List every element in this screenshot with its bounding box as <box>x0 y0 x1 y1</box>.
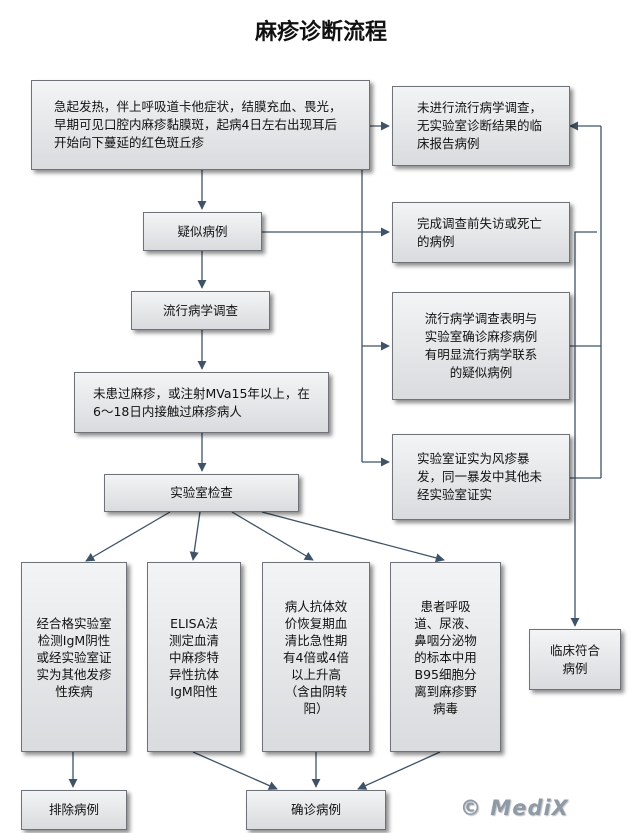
lost-or-died-box: 完成调查前失访或死亡的病例 <box>392 202 570 263</box>
arrow-to-clinical-case <box>570 231 597 627</box>
exposure-history-text: 未患过麻疹，或注射MVa15年以上，在6～18日内接触过麻疹病人 <box>93 385 310 419</box>
no-epi-no-lab-text: 未进行流行病学调查，无实验室诊断结果的临床报告病例 <box>417 100 543 151</box>
epi-investigation-text: 流行病学调查 <box>162 302 238 318</box>
confirmed-case-text: 确诊病例 <box>290 802 341 817</box>
suspected-case-box: 疑似病例 <box>143 212 262 251</box>
rubella-outbreak-text: 实验室证实为风疹暴发，同一暴发中其他未经实验室证实 <box>417 451 543 502</box>
exposure-history-box: 未患过麻疹，或注射MVa15年以上，在6～18日内接触过麻疹病人 <box>74 372 329 433</box>
clinical-symptoms-box: 急起发热，伴上呼吸道卡他症状，结膜充血、畏光，早期可见口腔内麻疹黏膜斑，起病4日… <box>31 80 370 170</box>
confirmed-case-box: 确诊病例 <box>246 790 386 830</box>
arrow-lab-to-titer <box>231 511 314 561</box>
clinical-symptoms-text: 急起发热，伴上呼吸道卡他症状，结膜充血、畏光，早期可见口腔内麻疹黏膜斑，起病4日… <box>54 99 342 150</box>
arrow-lab-to-igm <box>85 511 171 562</box>
excluded-case-text: 排除病例 <box>48 802 99 817</box>
virus-isolation-text: 患者呼吸道、尿液、鼻咽分泌物的标本中用B95细胞分离到麻疹野病毒 <box>414 598 477 716</box>
rubella-outbreak-box: 实验室证实为风疹暴发，同一暴发中其他未经实验室证实 <box>392 434 570 520</box>
lab-test-text: 实验室检查 <box>170 485 233 500</box>
arrow-lab-to-elisa <box>189 511 201 561</box>
igm-negative-text: 经合格实验室检测IgM阴性或经实验室证实为其他发疹性疾病 <box>36 615 112 699</box>
antibody-titer-box: 病人抗体效价恢复期血清比急性期有4倍或4倍以上升高（含由阴转阳） <box>262 562 370 752</box>
clinical-case-box: 临床符合病例 <box>529 629 621 690</box>
igm-negative-box: 经合格实验室检测IgM阴性或经实验室证实为其他发疹性疾病 <box>21 562 127 752</box>
arrow-elisa-to-confirmed <box>192 751 278 790</box>
epi-investigation-box: 流行病学调查 <box>131 291 270 330</box>
virus-isolation-box: 患者呼吸道、尿液、鼻咽分泌物的标本中用B95细胞分离到麻疹野病毒 <box>390 562 501 752</box>
no-epi-no-lab-box: 未进行流行病学调查，无实验室诊断结果的临床报告病例 <box>392 86 570 166</box>
epi-link-text: 流行病学调查表明与实验室确诊麻疹病例有明显流行病学联系的疑似病例 <box>424 311 538 380</box>
suspected-case-text: 疑似病例 <box>177 223 228 239</box>
lab-test-box: 实验室检查 <box>104 474 299 512</box>
arrow-virus-to-confirmed <box>357 751 441 790</box>
arrow-lab-to-virus <box>261 511 445 563</box>
epi-link-box: 流行病学调查表明与实验室确诊麻疹病例有明显流行病学联系的疑似病例 <box>392 292 570 400</box>
clinical-case-text: 临床符合病例 <box>550 642 601 676</box>
excluded-case-box: 排除病例 <box>21 790 127 830</box>
lost-or-died-text: 完成调查前失访或死亡的病例 <box>417 215 543 249</box>
medix-watermark: © MediX <box>460 796 569 820</box>
antibody-titer-text: 病人抗体效价恢复期血清比急性期有4倍或4倍以上升高（含由阴转阳） <box>283 598 349 716</box>
page-title: 麻疹诊断流程 <box>254 19 387 45</box>
elisa-text: ELISA法测定血清中麻疹特异性抗体IgM阳性 <box>168 615 219 699</box>
elisa-box: ELISA法测定血清中麻疹特异性抗体IgM阳性 <box>147 562 241 752</box>
